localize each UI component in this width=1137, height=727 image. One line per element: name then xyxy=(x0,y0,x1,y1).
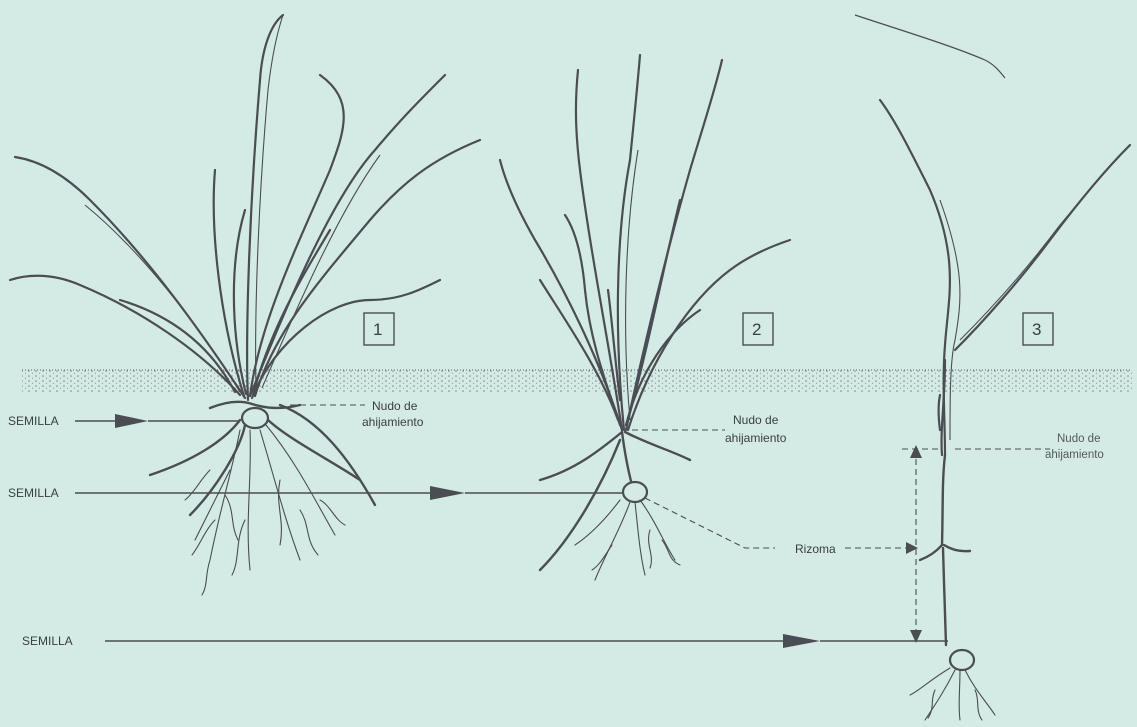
tiller-node-label-2: Nudo de ahijamiento xyxy=(632,413,787,445)
rhizome-text: Rizoma xyxy=(795,542,836,556)
tiller-node-3-line2: ahijamiento xyxy=(1045,449,1104,461)
plant-2: 2 xyxy=(500,55,790,580)
tiller-node-2-line2: ahijamiento xyxy=(725,431,787,445)
plant-2-roots xyxy=(575,500,680,580)
panel-1-number: 1 xyxy=(373,320,382,339)
stray-mark xyxy=(855,15,1005,78)
plant-3: 3 xyxy=(880,100,1130,720)
soil-surface xyxy=(22,370,1132,392)
rhizome-label: Rizoma xyxy=(645,445,942,643)
seed-arrow-3: SEMILLA xyxy=(22,634,948,648)
panel-2-number: 2 xyxy=(752,320,761,339)
seed-label-1: SEMILLA xyxy=(8,414,59,428)
tiller-node-1-line2: ahijamiento xyxy=(362,415,424,429)
seed-arrow-2: SEMILLA xyxy=(8,486,622,500)
plant-1-roots xyxy=(185,425,345,595)
seed-label-2: SEMILLA xyxy=(8,486,59,500)
plant-3-roots xyxy=(910,668,995,720)
plant-3-leaves xyxy=(880,100,1130,455)
arrowhead-icon xyxy=(430,486,465,500)
rhizome-arrow-up-icon xyxy=(910,445,922,458)
tiller-node-1-line1: Nudo de xyxy=(372,399,418,413)
tiller-node-label-3: Nudo de ahijamiento xyxy=(955,433,1104,461)
seed-label-3: SEMILLA xyxy=(22,634,73,648)
tiller-node-2-line1: Nudo de xyxy=(733,413,779,427)
arrowhead-icon xyxy=(783,634,820,648)
tiller-node-3-line1: Nudo de xyxy=(1057,433,1100,445)
tiller-node-label-1: Nudo de ahijamiento xyxy=(290,399,424,429)
seed-arrow-1: SEMILLA xyxy=(8,414,240,428)
plant-1-leaves xyxy=(10,15,480,400)
plant-1-seed xyxy=(242,408,268,428)
panel-3-number: 3 xyxy=(1032,320,1041,339)
plant-3-seed xyxy=(950,650,974,670)
plant-1-crown xyxy=(150,402,375,515)
plant-2-seed xyxy=(623,482,647,502)
plant-3-stem xyxy=(920,455,974,670)
plant-1: 1 xyxy=(10,15,480,595)
arrowhead-icon xyxy=(115,414,148,428)
